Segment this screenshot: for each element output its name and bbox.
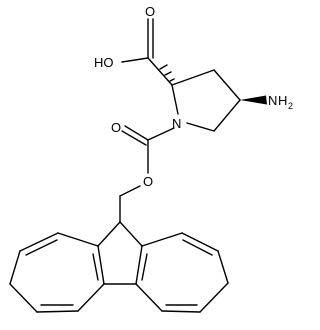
stereo-wedge-c4 (240, 95, 267, 105)
bond-c4-c5 (213, 99, 241, 132)
molecule-canvas: O HO N O O N H 2 (9, 4, 293, 313)
bond-oester-ch2 (119, 185, 141, 197)
bond-c3-c4 (213, 69, 241, 101)
bond-n-carbonyl (147, 127, 175, 141)
atom-o-carbonyl-fmoc: O (111, 120, 121, 135)
atom-o-ester: O (143, 174, 153, 189)
atom-amine-subscript: 2 (288, 101, 293, 111)
structure-drawing: O HO N O O N H 2 (9, 4, 293, 313)
atom-amine-h: H (278, 93, 287, 108)
bond-c9-c9a (97, 221, 121, 247)
bond-carbonyl-o-1 (124, 125, 149, 141)
right-benzene-ring (135, 232, 229, 313)
bond-c9-c8a (119, 221, 143, 247)
atom-amine-n: N (268, 93, 277, 108)
bond-carbonyl-o-2 (121, 130, 147, 146)
bond-n-c2 (171, 84, 179, 115)
bond-c-cooh (147, 57, 173, 86)
amine-group: N H 2 (268, 93, 293, 111)
left-benzene-ring (9, 232, 105, 313)
atom-o-carbonyl-acid: O (145, 4, 155, 19)
bond-c5-n (186, 122, 215, 132)
stereo-hash-c2 (159, 64, 175, 82)
atom-n-ring: N (172, 116, 181, 131)
atom-o-hydroxyl: HO (94, 55, 114, 70)
bond-c-oh (121, 57, 149, 63)
bond-c2-c3 (171, 69, 215, 86)
